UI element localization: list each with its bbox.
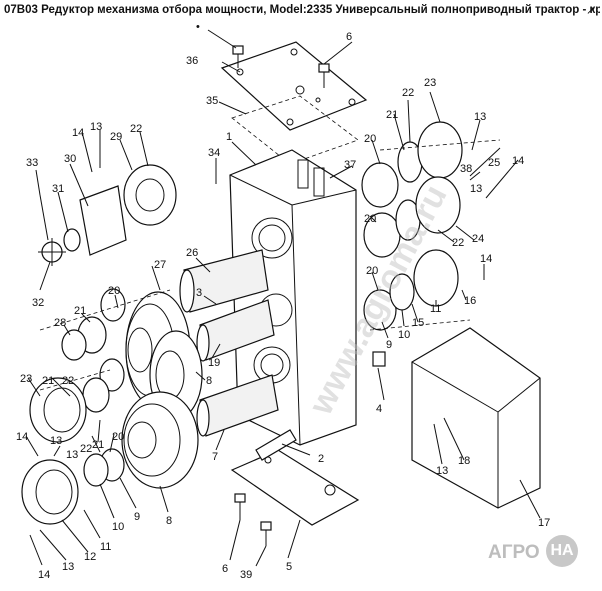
callout-13: 13 [470, 183, 482, 195]
callout-10: 10 [398, 329, 410, 341]
callout-20: 20 [112, 431, 124, 443]
spider-32 [38, 238, 66, 266]
callout-13: 13 [50, 435, 62, 447]
callout-14: 14 [16, 431, 28, 443]
callout-26: 26 [186, 247, 198, 259]
callout-14: 14 [480, 253, 492, 265]
callout-21: 21 [92, 439, 104, 451]
diagram-title: 07B03 Редуктор механизма отбора мощности… [4, 4, 600, 16]
callout-9: 9 [386, 339, 392, 351]
callout-1: 1 [226, 131, 232, 143]
leader-lines [25, 29, 541, 567]
dipstick-2 [255, 429, 297, 461]
callout-14: 14 [512, 155, 524, 167]
callout-21: 21 [74, 305, 86, 317]
shaft-7 [196, 374, 279, 437]
callout-33: 33 [26, 157, 38, 169]
bearing-cap-23-left [29, 377, 87, 443]
gear-8-lower [121, 391, 199, 489]
right-bearings [361, 121, 463, 331]
callout-13: 13 [62, 561, 74, 573]
plug-4 [372, 351, 386, 367]
callout-13: 13 [436, 465, 448, 477]
bottom-cover-plate [230, 449, 360, 526]
callout-12: 12 [84, 551, 96, 563]
callout-20: 20 [364, 133, 376, 145]
yoke-30 [79, 185, 127, 256]
callout-6: 6 [346, 31, 352, 43]
callout-25: 25 [488, 157, 500, 169]
callout-10: 10 [112, 521, 124, 533]
logo-text-right: НА [546, 535, 578, 567]
callout-21: 21 [386, 109, 398, 121]
callout-34: 34 [208, 147, 220, 159]
callout-13: 13 [90, 121, 102, 133]
callout-18: 18 [458, 455, 470, 467]
washer-31 [63, 228, 81, 252]
callout-35: 35 [206, 95, 218, 107]
callout-14: 14 [38, 569, 50, 581]
callout-32: 32 [32, 297, 44, 309]
callout-8: 8 [206, 375, 212, 387]
callout-7: 7 [212, 451, 218, 463]
top-cover-plate [220, 41, 368, 131]
callout-24: 24 [472, 233, 484, 245]
callout-15: 15 [412, 317, 424, 329]
callout-20: 20 [108, 285, 120, 297]
pin-33 [39, 194, 49, 241]
callout-37: 37 [344, 159, 356, 171]
logo-text-left: АГРО [488, 542, 540, 563]
callout-30: 30 [64, 153, 76, 165]
pto-shield [411, 327, 541, 509]
callout-13: 13 [474, 111, 486, 123]
callout-2: 2 [318, 453, 324, 465]
shaft-19 [196, 299, 275, 362]
callout-28: 28 [54, 317, 66, 329]
top-bolts [232, 45, 330, 88]
left-bearings [61, 288, 126, 487]
agrona-logo: АГРО НА [488, 535, 592, 569]
callout-20: 20 [366, 265, 378, 277]
callout-11: 11 [430, 303, 441, 315]
callout-13: 13 [66, 449, 78, 461]
flange-29 [123, 164, 177, 226]
callout-21: 21 [42, 375, 54, 387]
callout-6: 6 [222, 563, 228, 575]
callout-22: 22 [130, 123, 142, 135]
callout-22: 22 [402, 87, 414, 99]
callout-5: 5 [286, 561, 292, 573]
callout-9: 9 [134, 511, 140, 523]
callout-27: 27 [154, 259, 166, 271]
callout-23: 23 [20, 373, 32, 385]
callout-36: 36 [186, 55, 198, 67]
callout-22: 22 [452, 237, 464, 249]
callout-4: 4 [376, 403, 382, 415]
callout-38: 38 [460, 163, 472, 175]
callout-3: 3 [196, 287, 202, 299]
callout-8: 8 [166, 515, 172, 527]
gearbox-housing [229, 149, 357, 446]
bottom-bolts [234, 493, 272, 546]
callout-39: 39 [240, 569, 252, 581]
callout-bullet: • [196, 21, 200, 33]
callout-22: 22 [80, 443, 92, 455]
callout-23: 23 [424, 77, 436, 89]
more-arrow-icon: ↗ [586, 5, 595, 17]
callout-16: 16 [464, 295, 476, 307]
bearing-cap-12 [21, 459, 79, 525]
callout-31: 31 [52, 183, 64, 195]
callout-29: 29 [110, 131, 122, 143]
callout-14: 14 [72, 127, 84, 139]
cover-gasket [231, 95, 359, 165]
callout-19: 19 [208, 357, 220, 369]
callout-11: 11 [100, 541, 111, 553]
callout-20: 20 [364, 213, 376, 225]
callout-labels: • 6 36 35 1 34 37 33 30 31 32 14 13 29 2… [16, 21, 550, 581]
callout-22: 22 [62, 375, 74, 387]
callout-17: 17 [538, 517, 550, 529]
